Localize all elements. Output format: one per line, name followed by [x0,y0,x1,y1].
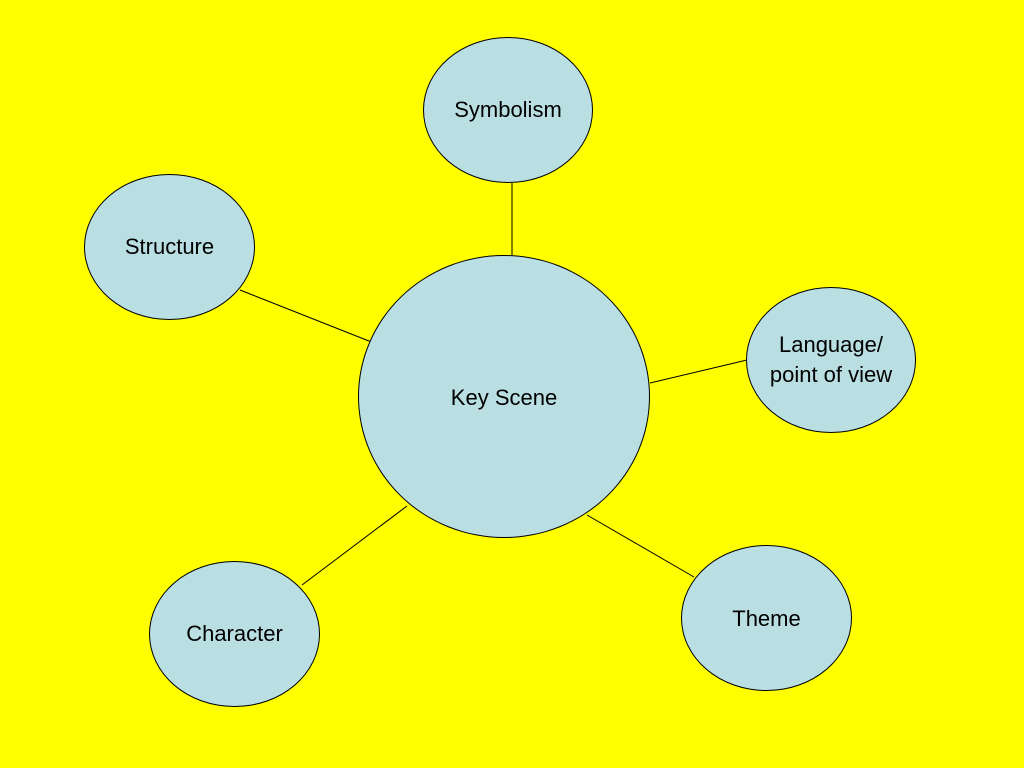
connector-key-scene-language [649,359,748,384]
key-scene-node: Key Scene [358,255,650,538]
key-scene-label: Key Scene [450,385,558,410]
language-point-of-view-node: Language/ point of view [746,287,916,433]
theme-node: Theme [681,545,852,691]
character-node: Character [149,561,320,707]
symbolism-node: Symbolism [423,37,593,183]
connector-key-scene-structure [239,289,375,344]
theme-label: Theme [732,606,801,631]
symbolism-label: Symbolism [454,97,562,122]
character-label: Character [186,621,283,646]
structure-node: Structure [84,174,255,320]
structure-label: Structure [124,234,215,259]
connector-key-scene-character [301,505,408,586]
language-point-of-view-label: Language/ point of view [769,332,893,387]
connector-key-scene-theme [586,514,695,578]
